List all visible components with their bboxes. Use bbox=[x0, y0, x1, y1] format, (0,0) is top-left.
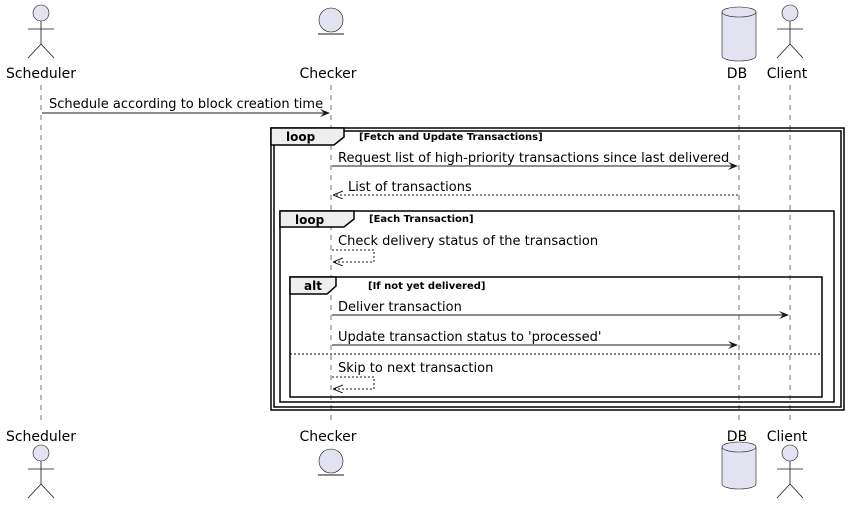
scheduler-actor-bottom: Scheduler bbox=[6, 429, 76, 499]
loop-fragment-outer: loop [Fetch and Update Transactions] bbox=[270, 127, 845, 411]
message-label: Skip to next transaction bbox=[338, 361, 493, 376]
message-label: Request list of high-priority transactio… bbox=[338, 151, 729, 166]
message-check-delivery-status: Check delivery status of the transaction bbox=[332, 234, 598, 262]
client-actor-bottom: Client bbox=[767, 429, 808, 499]
message-label: Check delivery status of the transaction bbox=[338, 234, 598, 249]
fragment-keyword: alt bbox=[304, 279, 322, 293]
checker-label: Checker bbox=[300, 66, 357, 82]
db-label: DB bbox=[727, 66, 747, 82]
message-request-list: Request list of high-priority transactio… bbox=[332, 151, 738, 170]
message-deliver-transaction: Deliver transaction bbox=[332, 300, 789, 319]
message-skip-to-next: Skip to next transaction bbox=[332, 361, 493, 389]
checker-entity-bottom: Checker bbox=[300, 429, 357, 476]
message-label: Update transaction status to 'processed' bbox=[338, 330, 601, 345]
message-label: Schedule according to block creation tim… bbox=[49, 97, 323, 112]
checker-label: Checker bbox=[300, 429, 357, 445]
fragment-condition: [Fetch and Update Transactions] bbox=[359, 132, 543, 143]
message-update-status: Update transaction status to 'processed' bbox=[332, 330, 738, 349]
entity-icon bbox=[318, 448, 344, 476]
client-label: Client bbox=[767, 66, 808, 82]
alt-fragment: alt [If not yet delivered] bbox=[289, 276, 823, 398]
db-database-bottom: DB bbox=[721, 429, 757, 490]
entity-icon bbox=[318, 7, 344, 35]
client-actor-top: Client bbox=[767, 4, 808, 82]
message-label: Deliver transaction bbox=[338, 300, 462, 315]
message-label: List of transactions bbox=[348, 180, 472, 195]
fragment-keyword: loop bbox=[286, 130, 316, 144]
db-label: DB bbox=[727, 429, 747, 445]
database-icon bbox=[721, 441, 757, 490]
db-database-top: DB bbox=[721, 6, 757, 82]
actor-icon bbox=[27, 4, 55, 59]
actor-icon bbox=[776, 444, 804, 499]
fragment-condition: [Each Transaction] bbox=[369, 214, 474, 225]
scheduler-label: Scheduler bbox=[6, 66, 76, 82]
checker-entity-top: Checker bbox=[300, 7, 357, 82]
database-icon bbox=[721, 6, 757, 62]
actor-icon bbox=[776, 4, 804, 59]
scheduler-actor-top: Scheduler bbox=[6, 4, 76, 82]
message-list-of-transactions: List of transactions bbox=[334, 180, 738, 195]
actor-icon bbox=[27, 444, 55, 499]
fragment-condition: [If not yet delivered] bbox=[368, 281, 485, 292]
fragment-keyword: loop bbox=[295, 213, 325, 227]
scheduler-label: Scheduler bbox=[6, 429, 76, 445]
client-label: Client bbox=[767, 429, 808, 445]
message-schedule: Schedule according to block creation tim… bbox=[42, 97, 330, 117]
loop-fragment-inner: loop [Each Transaction] bbox=[279, 210, 835, 403]
